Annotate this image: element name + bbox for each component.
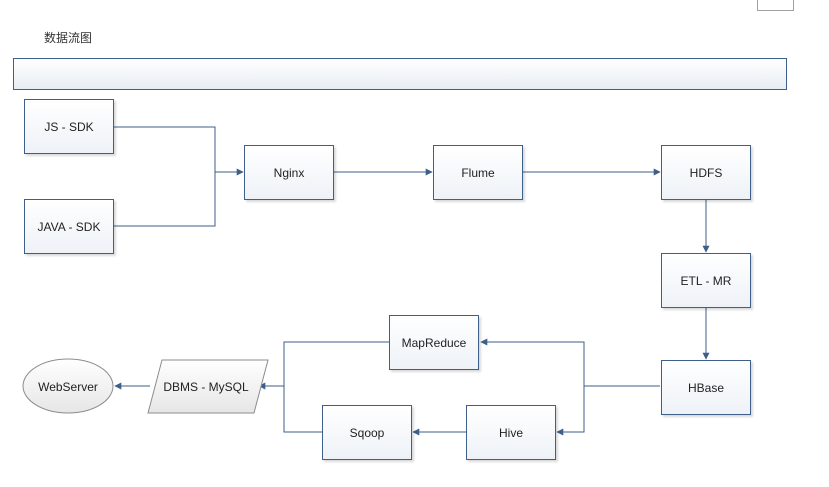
title-banner bbox=[13, 58, 787, 90]
edge-js-sdk-nginx bbox=[113, 126, 216, 172]
node-java-sdk: JAVA - SDK bbox=[24, 199, 114, 254]
node-js-sdk: JS - SDK bbox=[24, 99, 114, 154]
edge-to-mapreduce bbox=[480, 338, 585, 386]
node-sqoop: Sqoop bbox=[322, 405, 412, 460]
node-flume: Flume bbox=[433, 145, 523, 200]
node-hive: Hive bbox=[466, 405, 556, 460]
webserver-label: WebServer bbox=[38, 380, 98, 394]
node-nginx: Nginx bbox=[244, 145, 334, 200]
node-mapreduce: MapReduce bbox=[389, 315, 479, 370]
dbms-shape bbox=[147, 359, 269, 414]
diagram-title: 数据流图 bbox=[44, 31, 93, 45]
edge-mapreduce-dbms bbox=[283, 341, 390, 386]
node-etl-mr: ETL - MR bbox=[661, 253, 751, 308]
edge-sqoop-dbms bbox=[283, 386, 323, 433]
dbms-mysql-label: DBMS - MySQL bbox=[163, 380, 249, 394]
webserver-shape bbox=[22, 358, 114, 414]
corner-frame bbox=[757, 0, 794, 11]
node-hbase: HBase bbox=[661, 360, 751, 415]
edge-java-sdk-nginx bbox=[113, 172, 216, 227]
edge-to-hive bbox=[556, 386, 585, 436]
node-hdfs: HDFS bbox=[661, 145, 751, 200]
